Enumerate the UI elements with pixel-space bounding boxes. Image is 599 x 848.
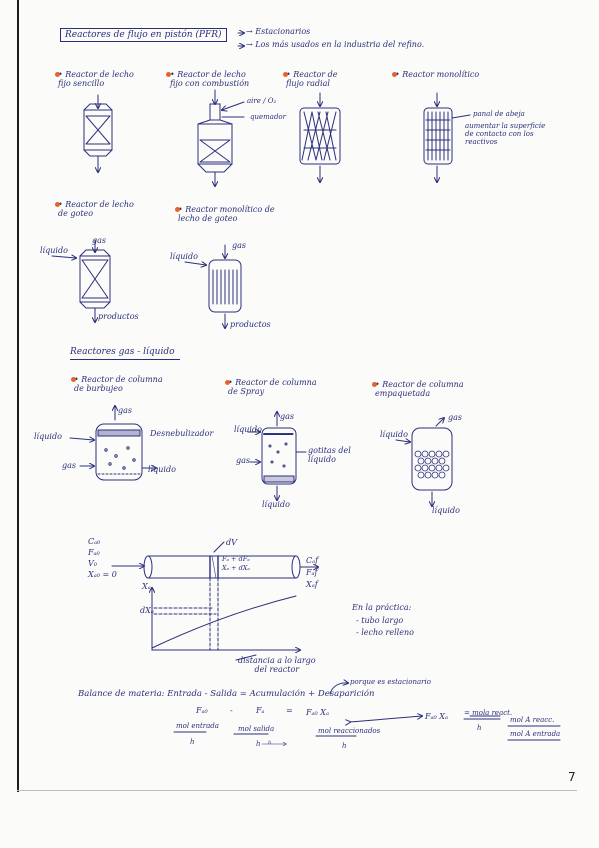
bullet-dot (55, 202, 60, 207)
annotation-liquido-out-a: líquido (148, 465, 176, 474)
practice-item-2: - lecho relleno (356, 628, 414, 637)
page-number: 7 (568, 770, 576, 784)
annotation-gas-1: gas (92, 236, 106, 245)
axis-label-xa: Xₐ (142, 582, 151, 591)
balance-eq-frac: = mola react. (464, 709, 513, 717)
annotation-liquido-1: líquido (40, 246, 68, 255)
annotation-panal: panal de abeja (473, 110, 525, 118)
inlet-xa0: Xₐ₀ = 0 (88, 570, 117, 579)
annotation-panal-desc: aumentar la superficie de contacto con l… (465, 122, 546, 147)
bullet-dot (283, 72, 288, 77)
reactor-spray-sketch (247, 412, 307, 500)
reactor-packed-sketch (395, 418, 453, 506)
section-title-gas-liquido: Reactores gas - líquido (70, 347, 175, 357)
inlet-ca0: Cₐ₀ (88, 537, 101, 546)
balance-fa0xa: Fₐ₀ Xₐ (306, 708, 330, 717)
margin-line (17, 0, 19, 792)
reactor-monolithic-sketch (423, 92, 471, 182)
reactor-combustion-sketch (197, 89, 245, 186)
balance-h-3: h (342, 742, 347, 750)
reactor-label-trickle: • Reactor de lecho de goteo (58, 200, 134, 219)
balance-mol-entrada: mol entrada (176, 722, 219, 730)
inlet-v0: V₀ (88, 559, 97, 568)
balance-h-1: h (190, 738, 195, 746)
balance-line: Balance de materia: Entrada - Salida = A… (78, 689, 375, 699)
balance-mol-reaccionados: mol reaccionados (318, 727, 381, 735)
annotation-liquido-a: líquido (34, 432, 62, 441)
outlet-faf: Fₐf (306, 568, 318, 577)
element-xa: Xₐ + dXₐ (222, 564, 250, 572)
annotation-aire: aire / O₂ (247, 97, 277, 105)
balance-minus: - (230, 706, 233, 715)
conversion-plot (152, 577, 300, 661)
annotation-productos-1: productos (98, 312, 139, 321)
bullet-dot (71, 377, 76, 382)
annotation-liquido-2: líquido (170, 252, 198, 261)
reactor-fixed-bed-sketch (83, 94, 113, 172)
balance-h-small: h (268, 740, 272, 746)
practice-title: En la práctica: (352, 603, 412, 612)
bullet-dot (55, 72, 60, 77)
annotation-desnebulizador: Desnebulizador (150, 429, 214, 438)
bullet-dot (392, 72, 397, 77)
reactor-label-monolithic: • Reactor monolítico (395, 70, 480, 79)
annotation-gas-in-a: gas (62, 461, 76, 470)
page-title: Reactores de flujo en pistón (PFR) (60, 28, 227, 43)
annotation-gotitas: gotitas del líquido (308, 446, 351, 465)
balance-fa: Fₐ (256, 706, 265, 715)
balance-h-unit: h (477, 724, 482, 732)
annotation-gas-c: gas (448, 413, 462, 422)
annotation-liquido-c: líquido (380, 430, 408, 439)
balance-mol-a-reacc: mol A reacc. (510, 716, 555, 724)
reactor-bubble-sketch (69, 406, 156, 481)
annotation-liquido-out-c: líquido (432, 506, 460, 515)
reactor-trickle-sketch (51, 239, 111, 322)
balance-fa0xa-2: Fₐ₀ Xₐ (425, 712, 449, 721)
reactor-label-bubble: • Reactor de columna de burbujeo (74, 375, 163, 394)
annotation-gas-b: gas (280, 412, 294, 421)
balance-mol-a-entrada: mol A entrada (510, 730, 561, 738)
annotation-productos-2: productos (230, 320, 271, 329)
reactor-label-spray: • Reactor de columna de Spray (228, 378, 317, 397)
balance-annotations (173, 683, 561, 744)
annotation-liquido-b: líquido (234, 425, 262, 434)
balance-porque: porque es estacionario (350, 678, 431, 686)
title-note-1: → Estacionarios (246, 27, 311, 36)
bullet-dot (175, 207, 180, 212)
inlet-fa0: Fₐ₀ (88, 548, 100, 557)
bullet-dot (225, 380, 230, 385)
balance-h-2: h (256, 740, 261, 748)
bottom-rule (17, 790, 577, 791)
annotation-gas-2: gas (232, 241, 246, 250)
axis-label-distance: distancia a lo largo del reactor (238, 656, 316, 675)
axis-label-dxa: dXₐ (140, 606, 154, 615)
outlet-caf: Cₐf (306, 556, 319, 565)
label-dv: dV (226, 538, 237, 547)
reactor-label-packed: • Reactor de columna empaquetada (375, 380, 464, 399)
practice-item-1: - tubo largo (356, 616, 404, 625)
reactor-label-combustion: • Reactor de lecho fijo con combustión (170, 70, 250, 89)
reactor-radial-sketch (299, 92, 341, 182)
section-underline (70, 359, 180, 360)
reactor-label-fixed-bed: • Reactor de lecho fijo sencillo (58, 70, 134, 89)
reactor-label-radial: • Reactor de flujo radial (286, 70, 338, 89)
balance-fa0: Fₐ₀ (196, 706, 208, 715)
bullet-dot (166, 72, 171, 77)
bullet-dot (372, 382, 377, 387)
element-fa: Fₐ + dFₐ (222, 555, 250, 563)
balance-equals: = (286, 706, 293, 715)
balance-mol-salida: mol salida (238, 725, 275, 733)
reactor-monolithic-trickle-sketch (184, 244, 242, 328)
annotation-liquido-out-b: líquido (262, 500, 290, 509)
reactor-label-monolithic-trickle: • Reactor monolítico de lecho de goteo (178, 205, 275, 224)
annotation-gas-in-b: gas (236, 456, 250, 465)
title-note-2: → Los más usados en la industria del ref… (246, 40, 425, 49)
annotation-gas-a: gas (118, 406, 132, 415)
pfr-tube-sketch (111, 541, 318, 579)
annotation-quemador: quemador (250, 113, 286, 121)
outlet-xaf: Xₐf (306, 580, 318, 589)
